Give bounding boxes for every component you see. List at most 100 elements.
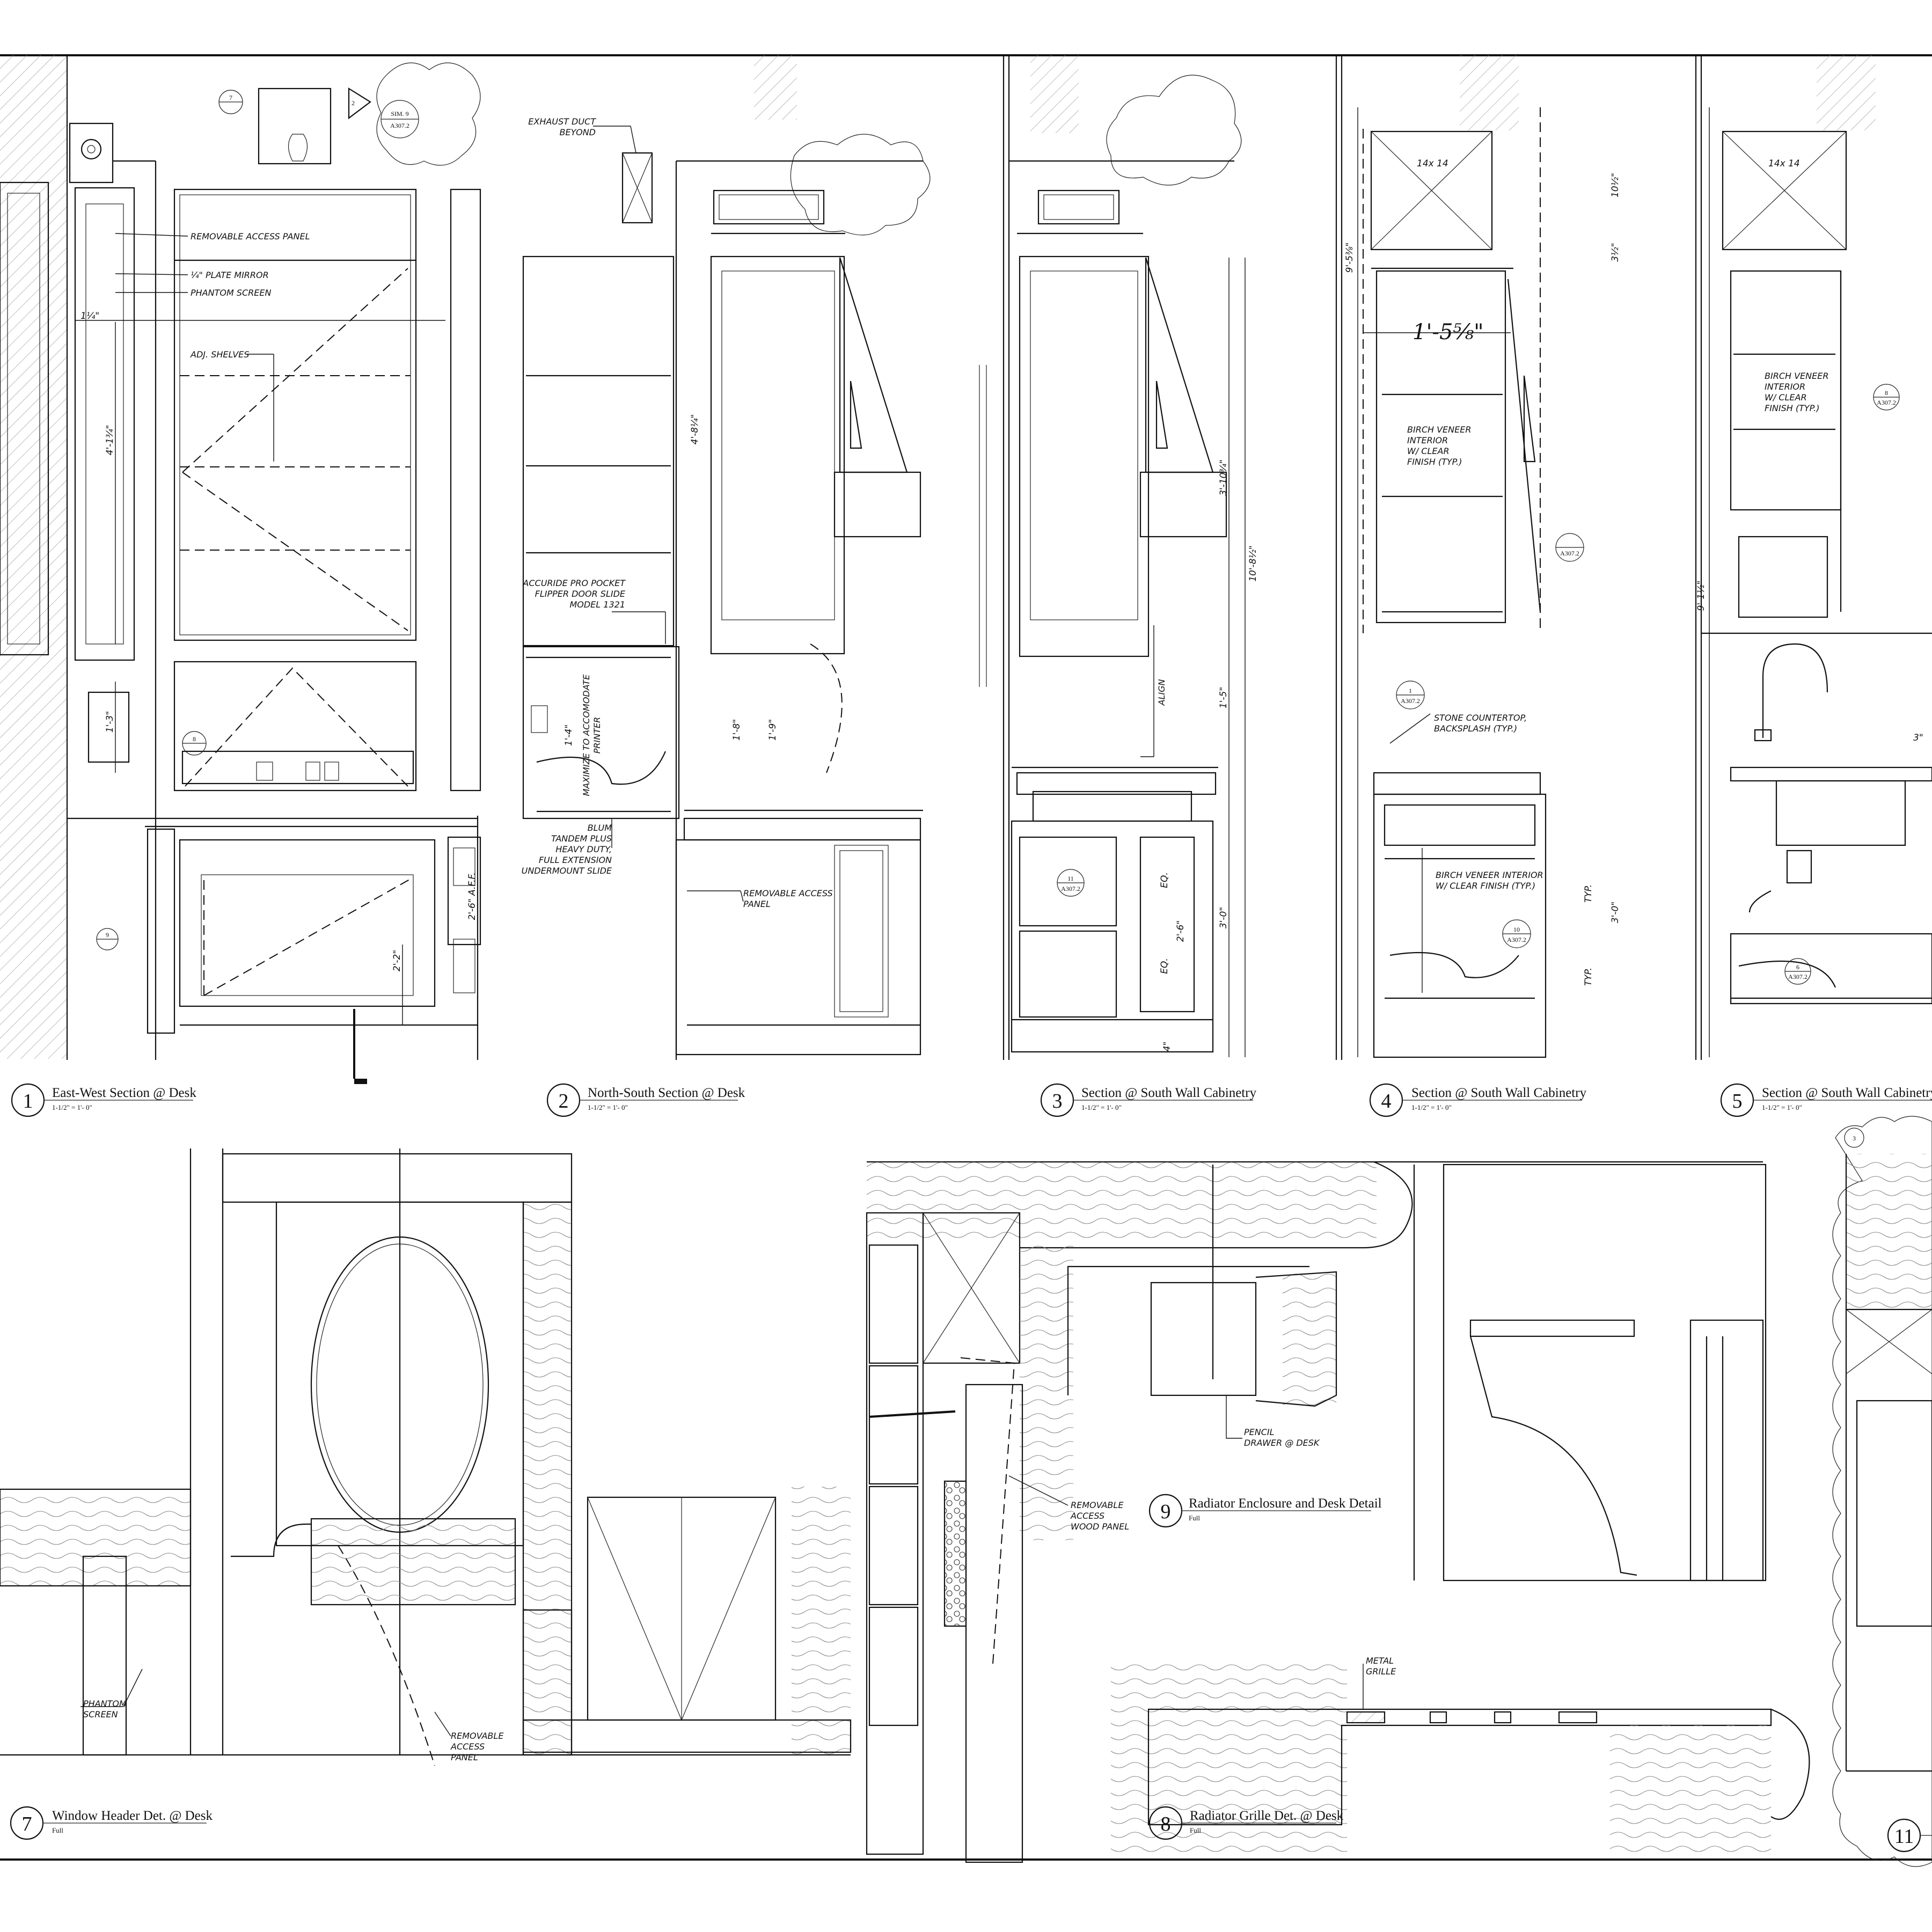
drawing-title-1: East-West Section @ Desk — [52, 1086, 196, 1100]
note-accuride-3: MODEL 1321 — [569, 599, 625, 610]
title-block-2: 2 North-South Section @ Desk 1-1/2" = 1'… — [546, 1083, 745, 1117]
dim-3-drawer: 2'-6" — [1175, 920, 1186, 942]
title-block-5: 5 Section @ South Wall Cabinetry 1-1/2" … — [1720, 1083, 1932, 1117]
note-exhaust-1: EXHAUST DUCT — [528, 116, 596, 127]
dim-4-b: 3½" — [1610, 243, 1621, 261]
dim-1-desk: 2'-2" — [392, 950, 402, 971]
dim-1-aff: 2'-6" A.F.F. — [467, 873, 478, 920]
dim-4-total: 9'-5⅜" — [1344, 243, 1355, 273]
drawing-7-window-header: PHANTOM SCREEN REMOVABLE ACCESS PANEL — [0, 1148, 852, 1766]
note-rem7-2: ACCESS — [450, 1741, 485, 1752]
note-phantom-7-2: SCREEN — [83, 1709, 118, 1719]
title-block-3: 3 Section @ South Wall Cabinetry 1-1/2" … — [1040, 1083, 1257, 1117]
note-exhaust-2: BEYOND — [560, 127, 596, 137]
note-maximize-2: PRINTER — [592, 717, 602, 753]
drawing-number-5: 5 — [1732, 1090, 1743, 1113]
title-block-7: 7 Window Header Det. @ Desk Full — [10, 1806, 213, 1840]
note-phantom-screen: PHANTOM SCREEN — [191, 288, 272, 298]
note-align: ALIGN — [1157, 679, 1167, 706]
drawing-scale-7: Full — [52, 1826, 63, 1834]
a307-tag-5a: A307.2 — [1877, 399, 1896, 406]
note-rem7-1: REMOVABLE — [451, 1731, 504, 1741]
ref-tag-8b: 8 — [1885, 389, 1888, 397]
note-birch5-3: W/ CLEAR — [1765, 392, 1807, 402]
ref-tag-4a: 1 — [1409, 687, 1412, 694]
drawing-1-east-west-section: SIM. 9 A307.2 2 7 8 9 REMOVABLE ACCESS P… — [0, 55, 481, 1084]
dim-1-a: 1¼" — [80, 311, 99, 321]
drawing-scale-3: 1-1/2" = 1'- 0" — [1081, 1103, 1122, 1111]
note-maximize-1: MAXIMIZE TO ACCOMODATE — [581, 674, 591, 796]
ref-tag-7: 7 — [229, 94, 232, 101]
a307-tag-4b: A307.2 — [1507, 936, 1526, 943]
note-birch-drawer-2: W/ CLEAR FINISH (TYP.) — [1436, 881, 1535, 891]
dim-2-print: 1'-4" — [564, 724, 574, 746]
note-blum-1: BLUM — [588, 823, 612, 833]
note-blum-3: HEAVY DUTY, — [555, 844, 612, 854]
ref-tag-6: 6 — [1796, 963, 1799, 971]
note-blum-5: UNDERMOUNT SLIDE — [522, 866, 612, 876]
drawing-number-7: 7 — [22, 1813, 32, 1835]
note-plate-mirror: ¼" PLATE MIRROR — [191, 270, 269, 280]
note-birch-drawer-1: BIRCH VENEER INTERIOR — [1436, 870, 1543, 880]
drawing-scale-1: 1-1/2" = 1'- 0" — [52, 1103, 92, 1111]
note-blum-4: FULL EXTENSION — [539, 855, 612, 865]
note-stone-2: BACKSPLASH (TYP.) — [1434, 723, 1517, 734]
ref-tag-11: 11 — [1067, 875, 1074, 882]
note-removable-access-1: REMOVABLE ACCESS — [743, 888, 833, 898]
drawing-number-8: 8 — [1161, 1813, 1171, 1835]
drawing-scale-4: 1-1/2" = 1'- 0" — [1411, 1103, 1452, 1111]
dim-4-typ-2: TYP. — [1583, 968, 1594, 986]
dim-1-height: 4'-1¾" — [105, 425, 115, 456]
drawing-number-1: 1 — [23, 1090, 33, 1113]
note-removable-access-2: PANEL — [743, 899, 771, 909]
a307-tag-3: A307.2 — [1061, 885, 1080, 892]
note-access-panel: REMOVABLE ACCESS PANEL — [191, 231, 310, 241]
title-block-9: 9 Radiator Enclosure and Desk Detail Ful… — [1148, 1494, 1382, 1528]
dim-2-mid2: 1'-9" — [767, 719, 778, 741]
note-birch-1: BIRCH VENEER — [1407, 425, 1471, 435]
drawing-number-4: 4 — [1381, 1090, 1392, 1113]
dim-2-mid1: 1'-8" — [731, 719, 742, 741]
drawing-title-5: Section @ South Wall Cabinetry — [1762, 1086, 1932, 1100]
note-stone-1: STONE COUNTERTOP, — [1434, 713, 1527, 723]
drawing-4-section: 14x 14 1'-5⅝" BIRCH VENEER INTERIOR W/ C… — [1335, 55, 1621, 1060]
title-block-4: 4 Section @ South Wall Cabinetry 1-1/2" … — [1369, 1083, 1587, 1117]
dim-4-width: 1'-5⅝" — [1413, 320, 1484, 345]
ref-tag-8: 8 — [193, 735, 196, 743]
a307-tag-4a: A307.2 — [1401, 697, 1420, 705]
note-pencil-2: DRAWER @ DESK — [1244, 1438, 1320, 1448]
note-metal-1: METAL — [1366, 1656, 1394, 1666]
dim-1-low: 1'-3" — [105, 711, 115, 733]
note-wood-panel-2: ACCESS — [1070, 1511, 1104, 1521]
note-phantom-7-1: PHANTOM — [83, 1699, 127, 1709]
dim-3-mid: 1'-5" — [1218, 687, 1229, 708]
note-accuride-1: ACCURIDE PRO POCKET — [522, 578, 626, 588]
title-block-11: 11 — [1887, 1818, 1932, 1853]
dim-4-a: 10½" — [1610, 173, 1621, 197]
drawing-title-4: Section @ South Wall Cabinetry — [1411, 1086, 1587, 1100]
dim-3-low: 3'-0" — [1218, 907, 1229, 928]
note-adj-shelves: ADJ. SHELVES — [190, 349, 249, 360]
note-rem7-3: PANEL — [451, 1752, 478, 1762]
drawing-number-11: 11 — [1894, 1825, 1914, 1848]
dim-5-a: 3" — [1913, 733, 1923, 743]
note-birch-3: W/ CLEAR — [1407, 446, 1450, 456]
ref-tag-3: 3 — [1853, 1135, 1856, 1142]
drawing-number-3: 3 — [1052, 1090, 1063, 1113]
dim-4-low: 3'-0" — [1610, 902, 1621, 923]
drawing-title-3: Section @ South Wall Cabinetry — [1081, 1086, 1257, 1100]
note-accuride-2: FLIPPER DOOR SLIDE — [535, 589, 626, 599]
note-birch-2: INTERIOR — [1407, 435, 1448, 445]
dim-3-upper: 3'-10¾" — [1218, 459, 1229, 496]
drawing-5-section: 14x 14 BIRCH VENEER INTERIOR W/ CLEAR FI… — [1695, 55, 1932, 1060]
drawing-title-8: Radiator Grille Det. @ Desk — [1190, 1809, 1344, 1823]
ref-tag-9: 9 — [106, 931, 109, 939]
dim-3-base: 4" — [1162, 1042, 1173, 1052]
drawing-title-7: Window Header Det. @ Desk — [52, 1809, 213, 1823]
drawing-number-2: 2 — [559, 1090, 569, 1113]
drawing-3-section: 11 A307.2 ALIGN 3'-10¾" 1'-5" 3'-0" 10'-… — [979, 55, 1258, 1060]
note-blum-2: TANDEM PLUS — [551, 833, 612, 844]
dim-3-eq: EQ. — [1159, 872, 1170, 888]
title-block-1: 1 East-West Section @ Desk 1-1/2" = 1'- … — [11, 1083, 196, 1117]
